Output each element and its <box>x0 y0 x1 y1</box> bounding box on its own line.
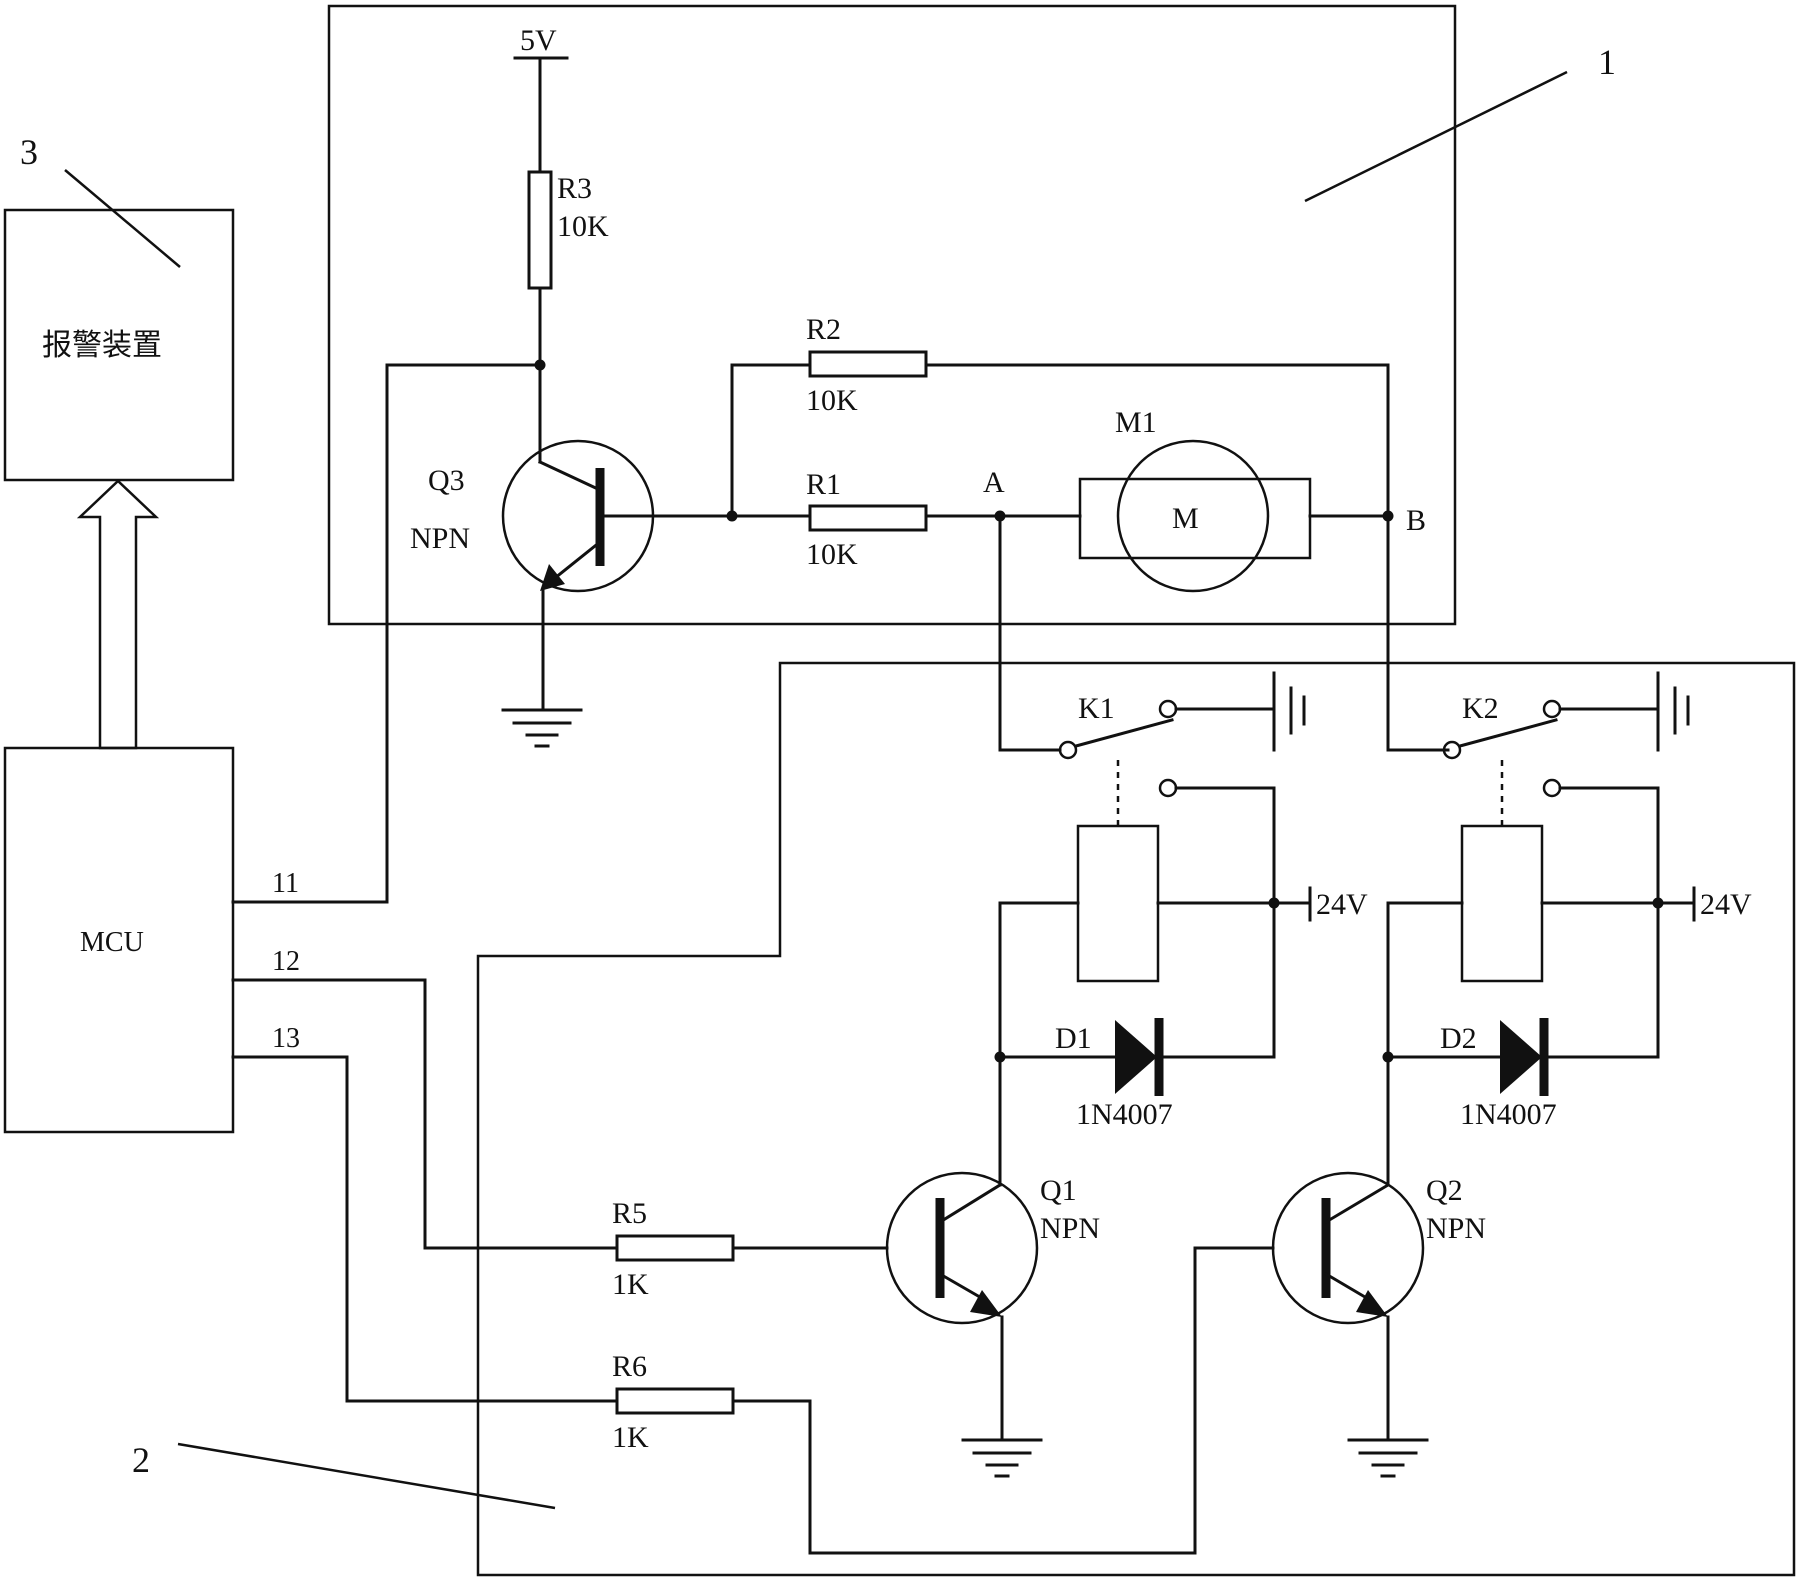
diode-icon <box>1500 1018 1549 1096</box>
q1-name: Q1 <box>1040 1174 1077 1207</box>
k1-common-contact <box>1058 740 1078 760</box>
alarm-device-label: 报警装置 <box>42 329 162 362</box>
up-arrow-icon <box>76 479 160 750</box>
resistor-r3 <box>527 170 553 290</box>
wire-coil-k1-left <box>998 901 1080 1187</box>
wire-k2-nc-to-24v <box>1386 786 1660 1059</box>
supply-24v-k1-label: 24V <box>1316 888 1368 921</box>
q1-type: NPN <box>1040 1212 1100 1245</box>
q3-name: Q3 <box>428 464 465 497</box>
r3-name: R3 <box>557 172 592 205</box>
mcu-label: MCU <box>80 927 144 958</box>
junction-d2 <box>1382 1051 1394 1063</box>
d1-part: 1N4007 <box>1076 1098 1173 1131</box>
callout-2-label: 2 <box>132 1440 150 1480</box>
node-a-label: A <box>983 466 1005 499</box>
callout-3-label: 3 <box>20 132 38 172</box>
mcu-pin-12: 12 <box>272 946 300 977</box>
r2-name: R2 <box>806 313 841 346</box>
wire-pin13-to-r6 <box>231 1055 619 1403</box>
d2-part: 1N4007 <box>1460 1098 1557 1131</box>
k1-no-contact <box>1158 699 1178 719</box>
r1-name: R1 <box>806 468 841 501</box>
relay-coil-icon <box>1076 824 1160 983</box>
resistor-r5 <box>615 1234 735 1262</box>
d1-name: D1 <box>1055 1022 1092 1055</box>
junction-k2-24v <box>1652 897 1664 909</box>
callout-3-leader <box>64 169 181 268</box>
r1-value: 10K <box>806 538 858 571</box>
wire-k1-nc-to-24v <box>998 786 1276 1059</box>
resistor-r2 <box>808 350 928 378</box>
wire-pin11-to-q3-collector <box>231 363 542 904</box>
npn-transistor-icon <box>885 1171 1039 1325</box>
mcu-pin-13: 13 <box>272 1023 300 1054</box>
wire-pin12-to-r5 <box>231 978 619 1250</box>
wire-node-a-to-k1 <box>998 514 1062 752</box>
supply-5v-label: 5V <box>520 24 557 57</box>
alarm-device-box <box>3 208 235 482</box>
diode-icon <box>1115 1018 1164 1096</box>
ground-icon <box>961 1438 1043 1478</box>
k1-switch-arm <box>1074 718 1174 748</box>
npn-transistor-icon <box>1271 1171 1425 1325</box>
k1-nc-contact <box>1158 778 1178 798</box>
k1-name: K1 <box>1078 692 1115 725</box>
resistor-r6 <box>615 1387 735 1415</box>
block-2-frame <box>476 661 1796 1577</box>
callout-2-leader <box>177 1442 556 1510</box>
motor-name: M1 <box>1115 406 1157 439</box>
mcu-box <box>3 746 235 1134</box>
wire-coil-k2-left <box>1386 901 1464 1187</box>
resistor-r1 <box>808 504 928 532</box>
r5-name: R5 <box>612 1197 647 1230</box>
junction-q3-collector <box>534 359 546 371</box>
battery-icon <box>1272 671 1306 752</box>
k2-nc-contact <box>1542 778 1562 798</box>
k2-name: K2 <box>1462 692 1499 725</box>
q2-type: NPN <box>1426 1212 1486 1245</box>
k2-switch-arm <box>1458 718 1558 748</box>
wire-r6-to-q2-base <box>731 1246 1275 1555</box>
wire-base-to-r2 <box>730 363 812 518</box>
k2-common-contact <box>1442 740 1462 760</box>
r3-value: 10K <box>557 210 609 243</box>
ground-icon <box>501 708 583 748</box>
relay-coil-icon <box>1460 824 1544 983</box>
junction-k1-24v <box>1268 897 1280 909</box>
battery-icon <box>1656 671 1690 752</box>
callout-1-label: 1 <box>1598 42 1616 82</box>
node-b-junction <box>1382 510 1394 522</box>
supply-24v-k2-label: 24V <box>1700 888 1752 921</box>
junction-d1 <box>994 1051 1006 1063</box>
q3-type: NPN <box>410 522 470 555</box>
r6-name: R6 <box>612 1350 647 1383</box>
ground-icon <box>1347 1438 1429 1478</box>
k2-no-contact <box>1542 699 1562 719</box>
r5-value: 1K <box>612 1268 649 1301</box>
block-1-frame <box>327 4 1457 626</box>
r2-value: 10K <box>806 384 858 417</box>
motor-symbol: M <box>1172 502 1199 535</box>
q2-name: Q2 <box>1426 1174 1463 1207</box>
r6-value: 1K <box>612 1421 649 1454</box>
mcu-pin-11: 11 <box>272 868 299 899</box>
motor-icon <box>1078 439 1312 593</box>
d2-name: D2 <box>1440 1022 1477 1055</box>
wire-r2-to-node-b <box>924 363 1390 752</box>
callout-1-leader <box>1304 70 1568 203</box>
node-b-label: B <box>1406 504 1426 537</box>
